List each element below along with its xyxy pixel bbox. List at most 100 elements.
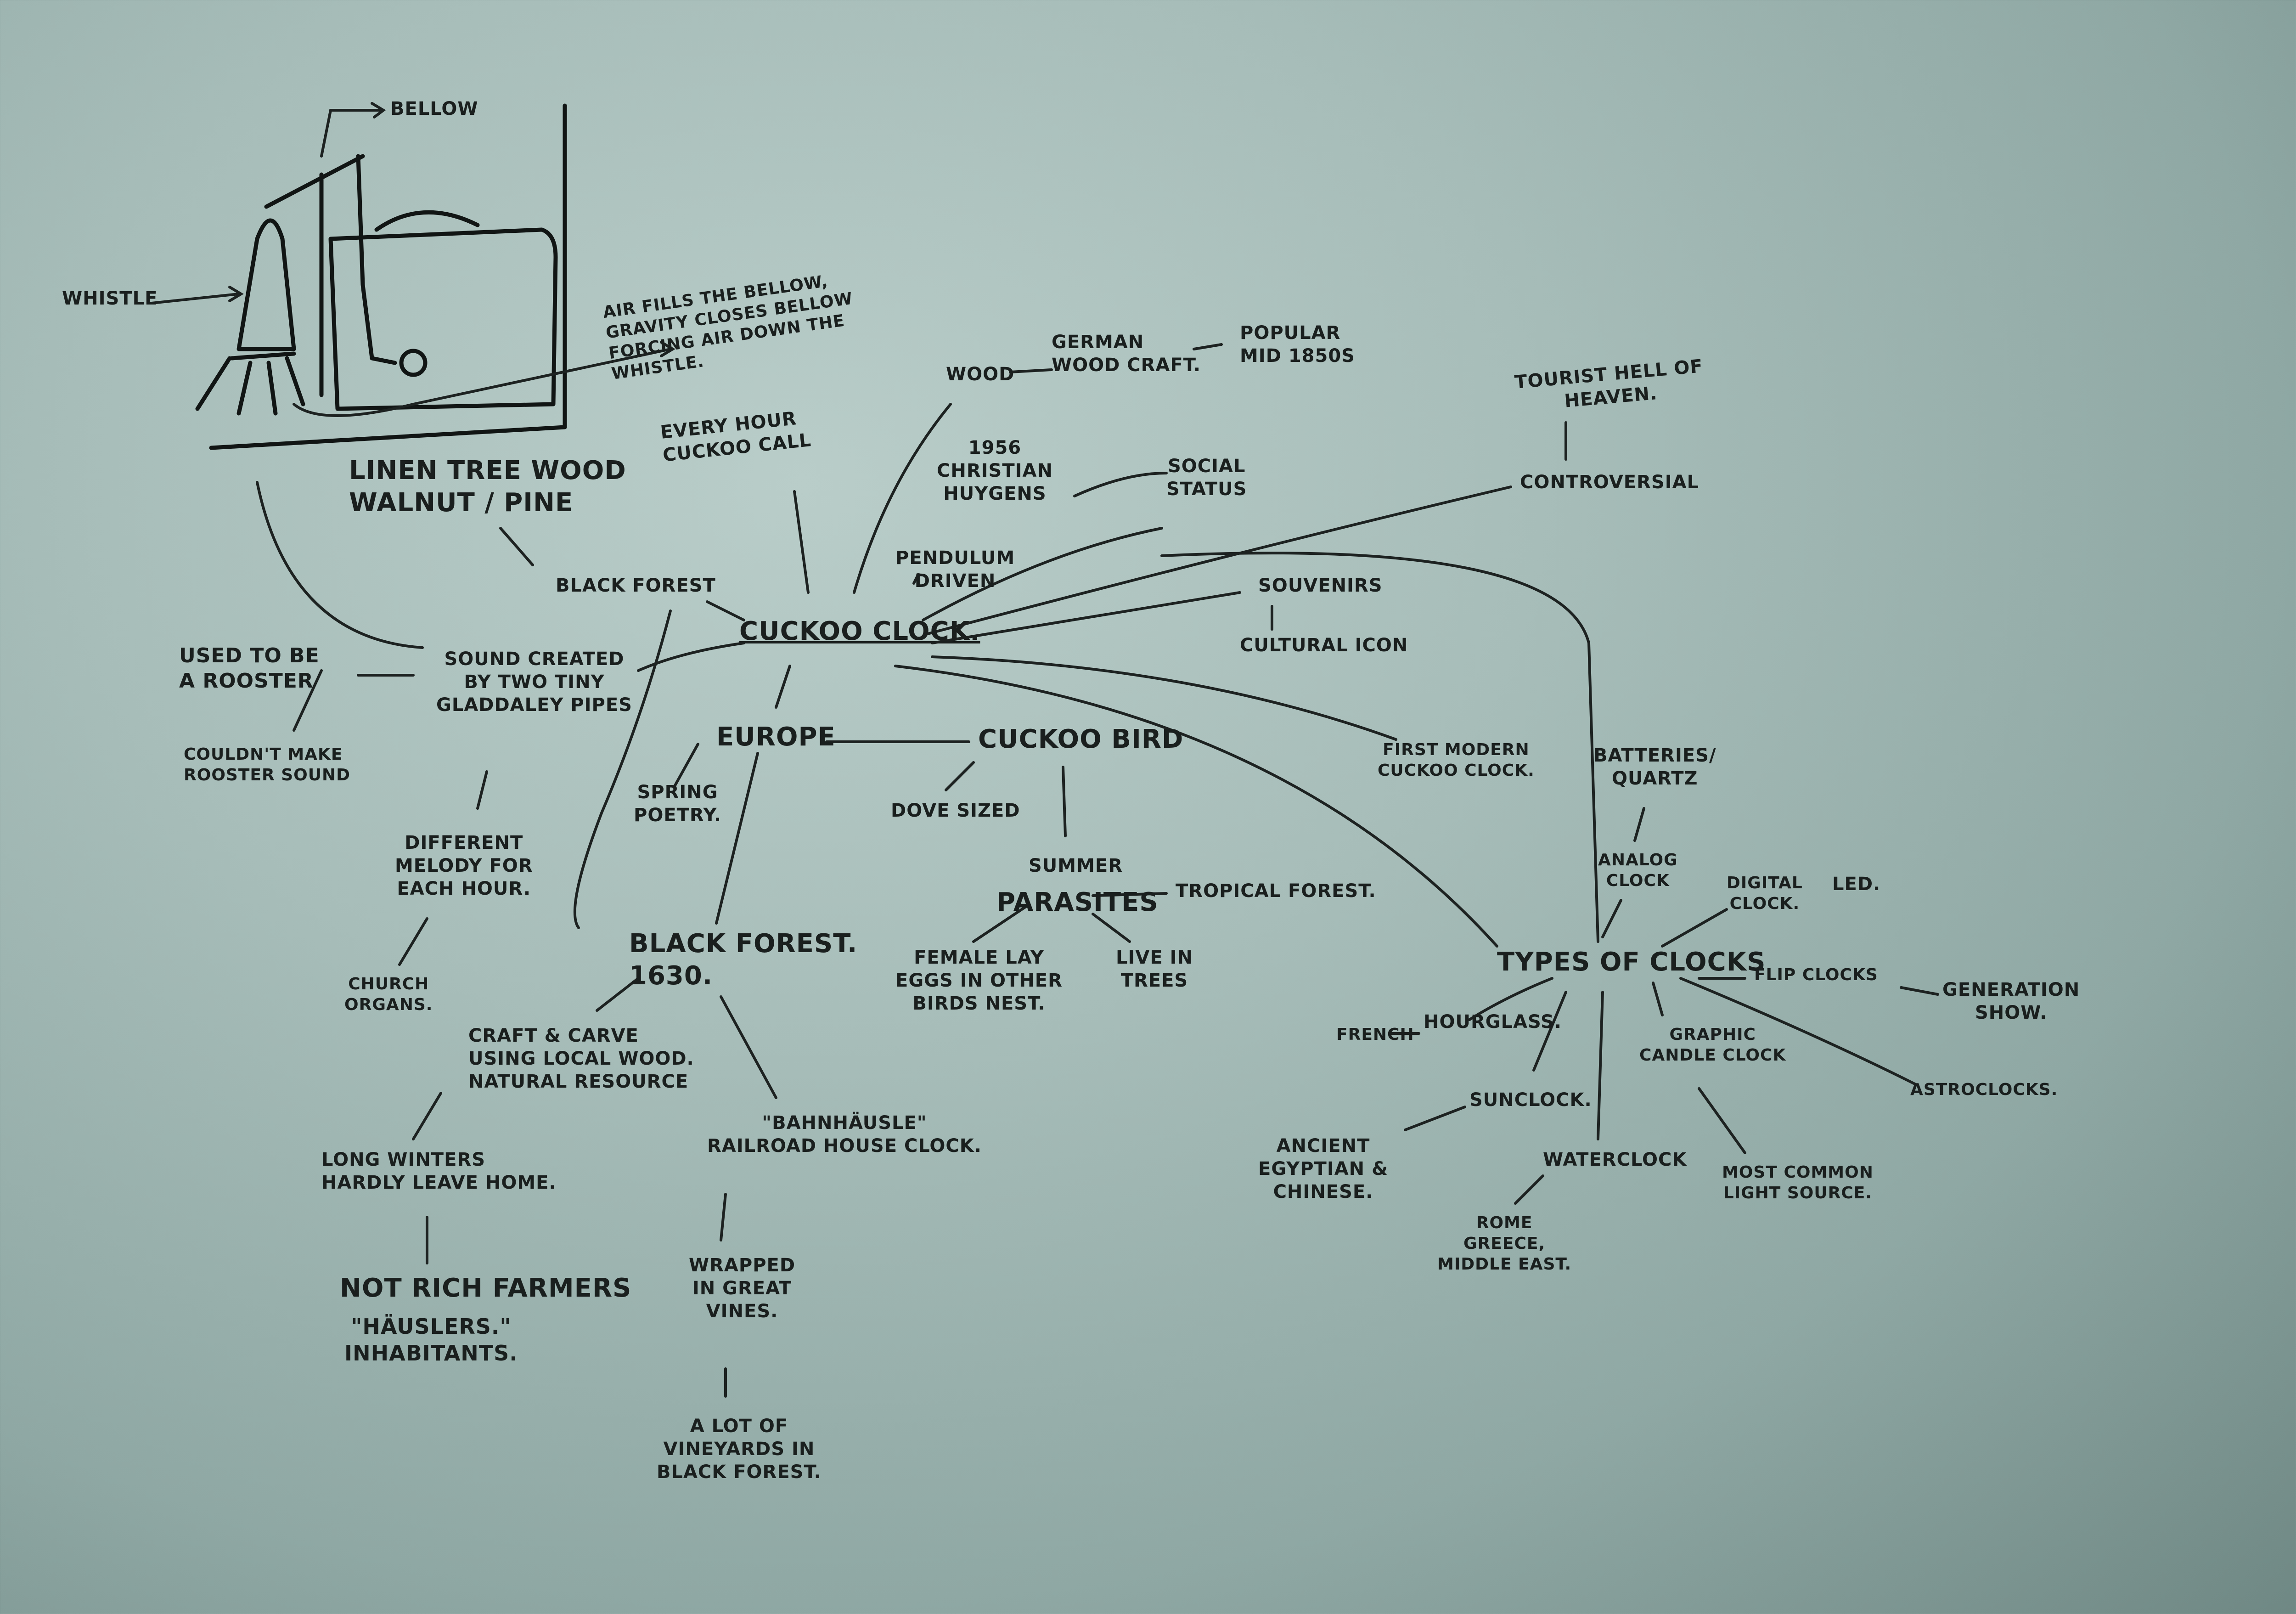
link-center-europe bbox=[775, 665, 791, 709]
node-parasites: PARASITES bbox=[996, 887, 1159, 917]
node-not-rich-farmers: NOT RICH FARMERS bbox=[340, 1273, 632, 1303]
link-every-hour-center bbox=[793, 490, 810, 594]
node-linen-tree-wood: LINEN TREE WOOD WALNUT / PINE bbox=[349, 456, 626, 518]
node-cultural-icon: CULTURAL ICON bbox=[1240, 635, 1408, 656]
node-first-modern: FIRST MODERN CUCKOO CLOCK. bbox=[1378, 740, 1535, 780]
node-graphic-candle: GRAPHIC CANDLE CLOCK bbox=[1639, 1025, 1786, 1065]
node-french: FRENCH bbox=[1336, 1025, 1414, 1044]
node-wood: WOOD bbox=[946, 364, 1015, 385]
link-1630-bahnhausle bbox=[720, 995, 777, 1099]
link-center-huygens bbox=[922, 527, 1163, 621]
link-center-souvenirs bbox=[931, 591, 1241, 644]
node-souvenirs: SOUVENIRS bbox=[1258, 575, 1383, 596]
link-europe-spring bbox=[674, 743, 699, 787]
link-types-graphic bbox=[1652, 982, 1664, 1016]
node-digital-clock: DIGITAL CLOCK. bbox=[1727, 874, 1803, 913]
node-wrapped-vines: WRAPPED IN GREAT VINES. bbox=[689, 1255, 796, 1322]
link-huygens-types bbox=[1160, 552, 1599, 943]
link-center-types bbox=[894, 665, 1498, 948]
link-europe-1630 bbox=[715, 752, 759, 925]
node-rome-greece: ROME GREECE, MIDDLE EAST. bbox=[1437, 1213, 1572, 1274]
node-generation-show: GENERATION SHOW. bbox=[1942, 979, 2080, 1023]
label-whistle: WHISTLE bbox=[62, 288, 158, 309]
node-spring-poetry: SPRING POETRY. bbox=[634, 782, 722, 826]
node-summer: SUMMER bbox=[1029, 855, 1123, 876]
link-pendulum-center bbox=[912, 573, 920, 585]
link-types-analog bbox=[1601, 899, 1622, 938]
link-graphic-common bbox=[1698, 1087, 1746, 1154]
whistle-bellow-sketch bbox=[150, 102, 675, 450]
link-types-water bbox=[1597, 991, 1604, 1140]
link-water-rome bbox=[1514, 1174, 1544, 1205]
link-sunclock-ancient bbox=[1404, 1106, 1466, 1131]
node-hourglass: HOURGLASS. bbox=[1424, 1011, 1562, 1033]
link-types-sunclock bbox=[1532, 991, 1567, 1072]
node-used-rooster: USED TO BE A ROOSTER bbox=[179, 644, 320, 693]
node-bahnhausle: "BAHNHÄUSLE" RAILROAD HOUSE CLOCK. bbox=[707, 1112, 982, 1157]
node-led: LED. bbox=[1832, 874, 1881, 895]
sketch-bellow-rod bbox=[264, 154, 397, 397]
link-parasites-female bbox=[972, 903, 1030, 943]
node-flip-clocks: FLIP CLOCKS bbox=[1754, 965, 1878, 984]
link-rooster-couldnt bbox=[293, 669, 323, 732]
node-church-organs: CHURCH ORGANS. bbox=[344, 975, 433, 1014]
node-pendulum: PENDULUM DRIVEN bbox=[895, 547, 1015, 592]
link-center-controversial bbox=[926, 485, 1512, 635]
node-cuckoo-bird: CUCKOO BIRD bbox=[978, 724, 1184, 754]
link-analog-batteries bbox=[1633, 807, 1645, 842]
sketch-whistle-feet bbox=[195, 351, 305, 416]
node-popular: POPULAR MID 1850S bbox=[1240, 322, 1355, 367]
link-black-forest-sketch bbox=[573, 609, 672, 929]
link-huygens-social bbox=[1073, 472, 1168, 497]
node-craft-carve: CRAFT & CARVE USING LOCAL WOOD. NATURAL … bbox=[468, 1025, 694, 1092]
node-black-forest: BLACK FOREST bbox=[556, 575, 716, 596]
node-cuckoo-clock: CUCKOO CLOCK. bbox=[739, 616, 980, 646]
node-live-in-trees: LIVE IN TREES bbox=[1116, 947, 1193, 991]
node-german-wood-craft: GERMAN WOOD CRAFT. bbox=[1052, 332, 1201, 376]
link-types-hourglass bbox=[1468, 977, 1553, 1021]
sketch-weight bbox=[399, 349, 428, 377]
link-bird-dove bbox=[945, 761, 975, 791]
node-dove-sized: DOVE SIZED bbox=[891, 800, 1020, 821]
node-waterclock: WATERCLOCK bbox=[1543, 1149, 1687, 1170]
link-black-forest-center bbox=[706, 600, 745, 621]
node-types-of-clocks: TYPES OF CLOCKS bbox=[1497, 947, 1766, 977]
node-ancient-egyptian: ANCIENT EGYPTIAN & CHINESE. bbox=[1258, 1135, 1388, 1202]
node-couldnt-make-sound: COULDN'T MAKE ROOSTER SOUND bbox=[184, 745, 351, 784]
node-vineyards: A LOT OF VINEYARDS IN BLACK FOREST. bbox=[657, 1416, 822, 1483]
node-sound-created: SOUND CREATED BY TWO TINY GLADDALEY PIPE… bbox=[436, 649, 632, 716]
arrow-bellow bbox=[320, 102, 386, 158]
node-batteries-quartz: BATTERIES/ QUARTZ bbox=[1593, 745, 1716, 789]
link-sound-different bbox=[476, 770, 488, 810]
link-parasites-trees bbox=[1092, 913, 1131, 943]
node-analog-clock: ANALOG CLOCK bbox=[1598, 851, 1678, 890]
link-wood-german bbox=[1009, 368, 1053, 373]
link-sound-sketch bbox=[256, 481, 424, 649]
link-bahnhausle-wrapped bbox=[720, 1193, 727, 1242]
link-german-popular bbox=[1193, 343, 1223, 350]
node-social-status: SOCIAL STATUS bbox=[1166, 456, 1247, 500]
node-1956-huygens: 1956 CHRISTIAN HUYGENS bbox=[937, 437, 1053, 504]
link-parasites-tropical bbox=[1092, 892, 1168, 897]
node-different-melody: DIFFERENT MELODY FOR EACH HOUR. bbox=[395, 832, 533, 899]
node-controversial: CONTROVERSIAL bbox=[1520, 472, 1699, 493]
link-bird-summer bbox=[1062, 766, 1067, 837]
link-flip-generation bbox=[1900, 986, 1939, 996]
link-different-church bbox=[398, 917, 428, 966]
link-center-sound bbox=[637, 642, 745, 672]
link-craft-winters bbox=[412, 1092, 442, 1140]
node-astroclocks: ASTROCLOCKS. bbox=[1910, 1080, 2058, 1099]
node-most-common: MOST COMMON LIGHT SOURCE. bbox=[1722, 1163, 1874, 1202]
node-sunclock: SUNCLOCK. bbox=[1469, 1089, 1592, 1111]
sketch-box bbox=[328, 210, 558, 411]
node-tropical-forest: TROPICAL FOREST. bbox=[1176, 880, 1376, 902]
link-types-digital bbox=[1661, 908, 1728, 948]
node-female-lay-eggs: FEMALE LAY EGGS IN OTHER BIRDS NEST. bbox=[895, 947, 1063, 1014]
link-types-astro bbox=[1679, 977, 1916, 1085]
arrow-air bbox=[293, 341, 675, 417]
link-black-forest-linen bbox=[499, 527, 534, 566]
link-center-first-modern bbox=[931, 655, 1397, 741]
node-long-winters: LONG WINTERS HARDLY LEAVE HOME. bbox=[321, 1149, 557, 1193]
